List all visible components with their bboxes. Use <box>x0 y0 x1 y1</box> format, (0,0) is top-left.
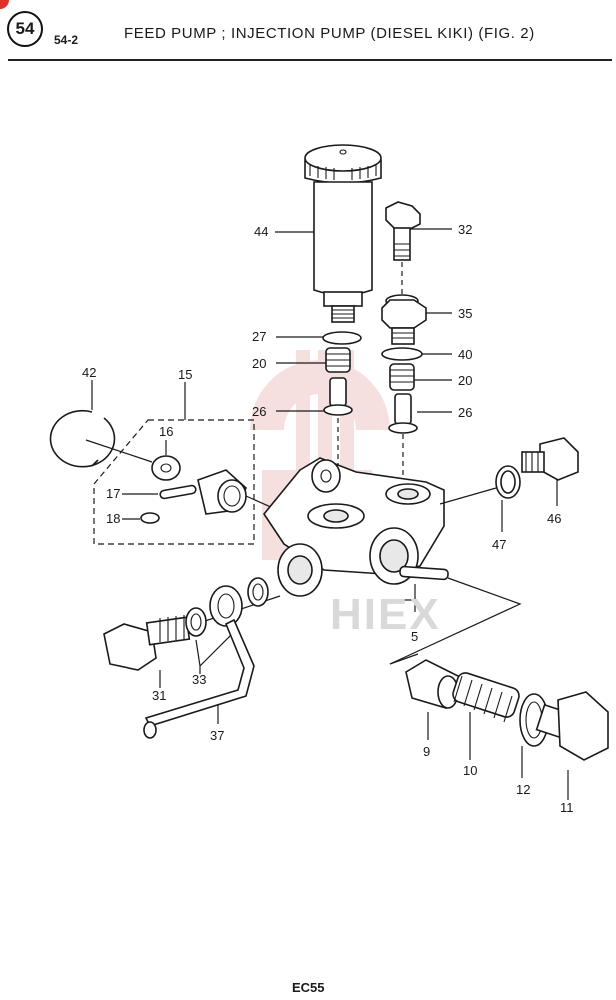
page-title: FEED PUMP ; INJECTION PUMP (DIESEL KIKI)… <box>124 25 535 42</box>
part-5-pump-body <box>263 457 449 597</box>
part-10-spring <box>452 672 520 723</box>
part-32-bolt <box>385 201 421 261</box>
label-46: 46 <box>547 511 561 526</box>
label-37: 37 <box>210 728 224 743</box>
watermark-text: HIEX <box>330 590 441 639</box>
label-11: 11 <box>560 800 574 815</box>
label-12: 12 <box>516 782 530 797</box>
part-40-o-ring <box>381 347 423 361</box>
label-32: 32 <box>458 222 472 237</box>
part-15-kit-group <box>93 419 255 545</box>
part-18-pin <box>140 512 160 524</box>
part-33-gaskets <box>185 577 269 637</box>
part-9-cap <box>405 659 464 709</box>
page-code: 54-2 <box>54 33 79 47</box>
part-16-roller <box>151 455 181 481</box>
label-18: 18 <box>106 511 120 526</box>
label-5: 5 <box>411 629 418 644</box>
label-26-right: 26 <box>458 405 472 420</box>
part-26-valve-left <box>323 377 353 416</box>
section-badge: 54 <box>7 11 43 47</box>
label-47: 47 <box>492 537 506 552</box>
part-26-valve-right <box>388 393 418 434</box>
part-37-fuel-pipe <box>143 585 255 739</box>
label-20-left: 20 <box>252 356 266 371</box>
label-10: 10 <box>463 763 477 778</box>
part-31-eye-bolt <box>103 615 191 671</box>
label-44: 44 <box>254 224 268 239</box>
label-42: 42 <box>82 365 96 380</box>
part-tappet <box>197 469 247 515</box>
footer-code: EC55 <box>292 980 325 995</box>
label-9: 9 <box>423 744 430 759</box>
part-20-spring-right <box>389 363 415 391</box>
label-15: 15 <box>178 367 192 382</box>
header-rule <box>8 59 612 61</box>
label-27: 27 <box>252 329 266 344</box>
part-47-gasket <box>495 465 521 499</box>
part-17-pin <box>159 484 197 500</box>
part-44-priming-pump <box>304 144 382 323</box>
part-20-spring-left <box>325 347 351 373</box>
label-31: 31 <box>152 688 166 703</box>
part-42-snap-ring <box>49 409 116 468</box>
label-20-right: 20 <box>458 373 472 388</box>
label-33: 33 <box>192 672 206 687</box>
part-27-o-ring <box>322 331 362 345</box>
label-26-left: 26 <box>252 404 266 419</box>
label-40: 40 <box>458 347 472 362</box>
part-46-plug <box>521 437 579 481</box>
label-35: 35 <box>458 306 472 321</box>
callout-labels: 44 32 27 35 20 40 20 26 26 42 15 16 17 1… <box>82 222 574 815</box>
label-17: 17 <box>106 486 120 501</box>
part-11-plug <box>535 691 609 761</box>
part-35-valve-holder <box>381 294 427 345</box>
corner-mark <box>0 0 9 9</box>
label-16: 16 <box>159 424 173 439</box>
